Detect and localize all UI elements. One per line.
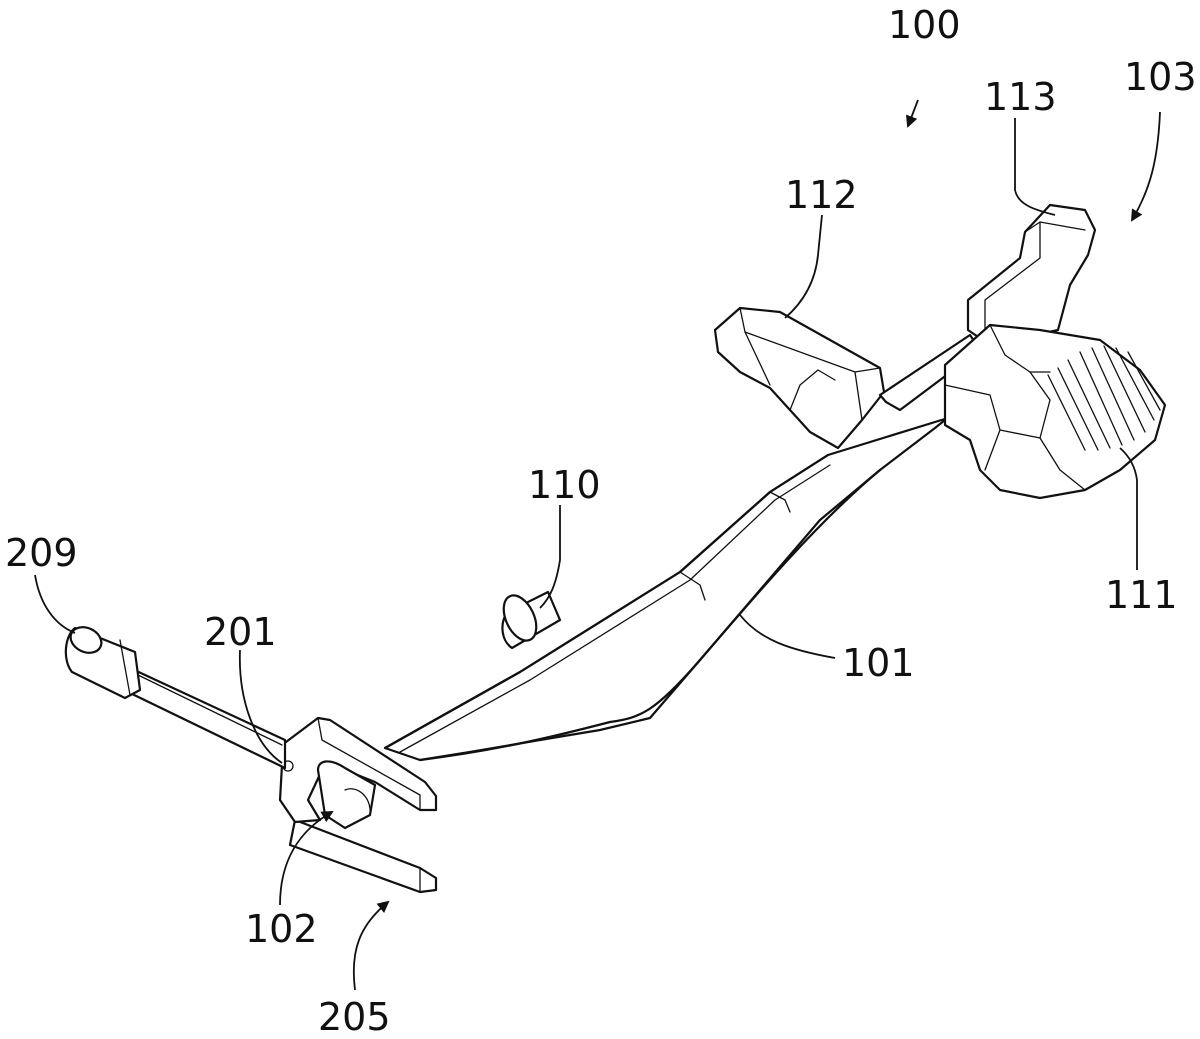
label-102: 102 [245,907,318,951]
shaft [64,626,287,770]
label-209: 209 [5,531,78,575]
head-portion [713,203,1167,500]
label-111: 111 [1105,573,1178,617]
label-112: 112 [785,173,858,217]
reference-labels: 100 103 113 112 110 111 101 209 201 102 … [5,3,1197,1039]
grip-ridges [1047,345,1161,451]
fork-portion [278,716,438,894]
label-100: 100 [888,3,961,47]
label-110: 110 [528,463,601,507]
leader-lines [34,99,1161,991]
label-205: 205 [318,995,391,1039]
label-101: 101 [842,641,915,685]
lever-arm [383,406,962,762]
label-103: 103 [1124,55,1197,99]
label-113: 113 [984,75,1057,119]
label-201: 201 [204,610,277,654]
pin [501,590,562,650]
